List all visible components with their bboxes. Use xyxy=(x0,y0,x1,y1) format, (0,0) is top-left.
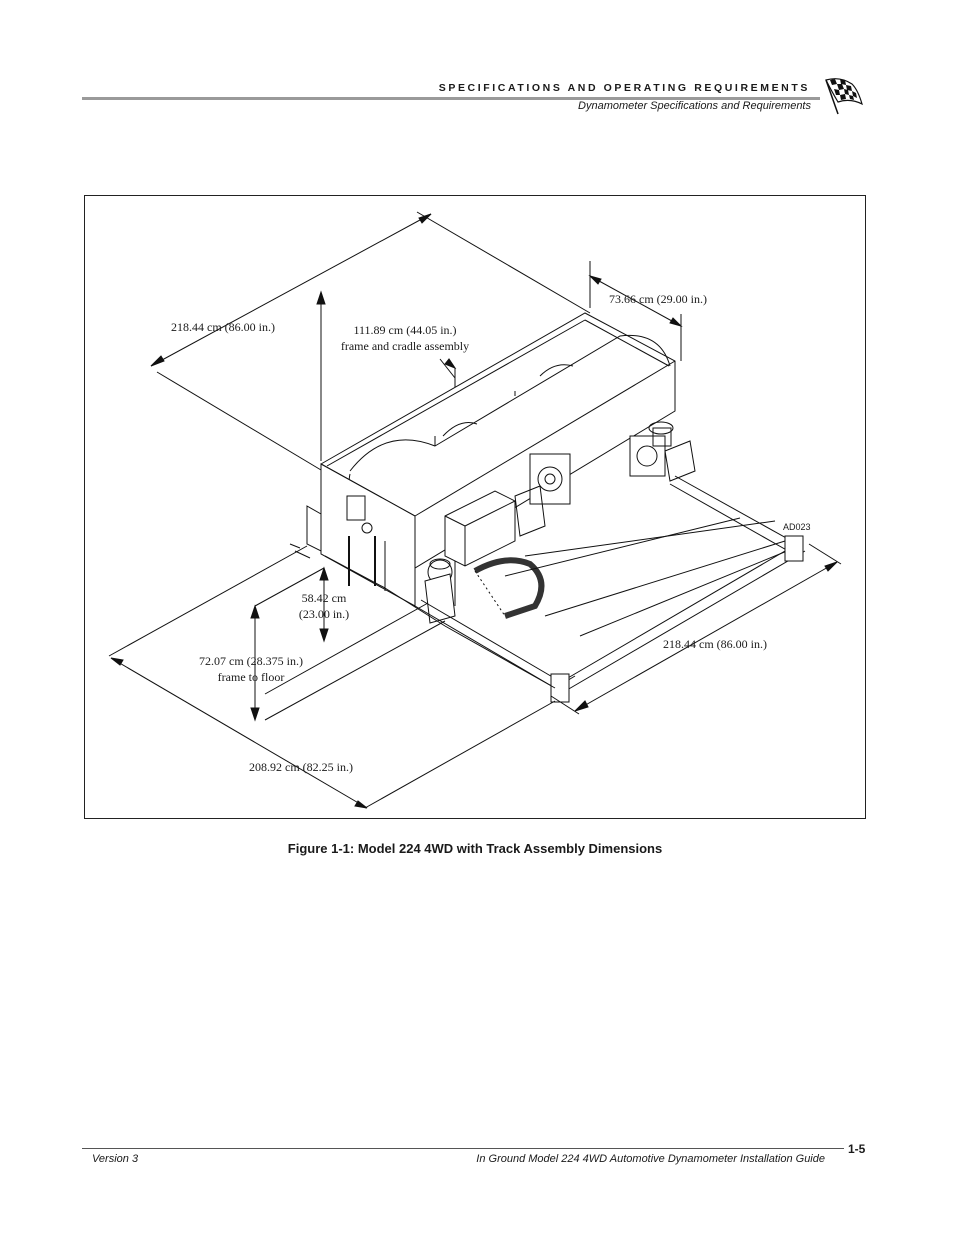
dim-label-overall-width: 208.92 cm (82.25 in.) xyxy=(249,760,353,774)
page-number: 1-5 xyxy=(848,1142,866,1156)
drawing-code: AD023 xyxy=(783,522,811,532)
footer-guide-title: In Ground Model 224 4WD Automotive Dynam… xyxy=(476,1153,825,1165)
dim-frame-cradle-label: frame and cradle assembly xyxy=(340,339,470,353)
dim-height-b-value: 72.07 cm (28.375 in.) xyxy=(199,654,303,668)
checkered-flag-icon xyxy=(825,78,863,115)
dynamometer-drawing xyxy=(108,211,842,809)
dim-label-overall-length: 218.44 cm (86.00 in.) xyxy=(171,320,275,334)
dim-height-a-value: 58.42 cm xyxy=(301,591,347,605)
header-rule xyxy=(82,97,820,100)
dim-line-top-length xyxy=(150,213,432,367)
dim-frame-cradle-value: 111.89 cm (44.05 in.) xyxy=(353,323,457,337)
footer-rule xyxy=(82,1148,844,1149)
dim-height-b-label: frame to floor xyxy=(217,670,285,684)
footer-version: Version 3 xyxy=(92,1153,139,1165)
dim-label-track-length: 218.44 cm (86.00 in.) xyxy=(663,637,767,651)
figure-frame: 218.44 cm (86.00 in.) 111.89 cm (44.05 i… xyxy=(84,195,866,819)
dim-label-frame-cradle: 111.89 cm (44.05 in.) frame and cradle a… xyxy=(325,322,485,354)
dim-label-top-offset: 73.66 cm (29.00 in.) xyxy=(609,292,707,306)
dim-label-height-a: 58.42 cm (23.00 in.) xyxy=(289,590,359,622)
dim-label-height-b: 72.07 cm (28.375 in.) frame to floor xyxy=(185,653,317,685)
section-title: SPECIFICATIONS AND OPERATING REQUIREMENT… xyxy=(438,82,810,94)
dim-height-a-in: (23.00 in.) xyxy=(298,607,350,621)
section-subtitle: Dynamometer Specifications and Requireme… xyxy=(578,100,811,112)
figure-caption: Figure 1-1: Model 224 4WD with Track Ass… xyxy=(287,841,663,856)
